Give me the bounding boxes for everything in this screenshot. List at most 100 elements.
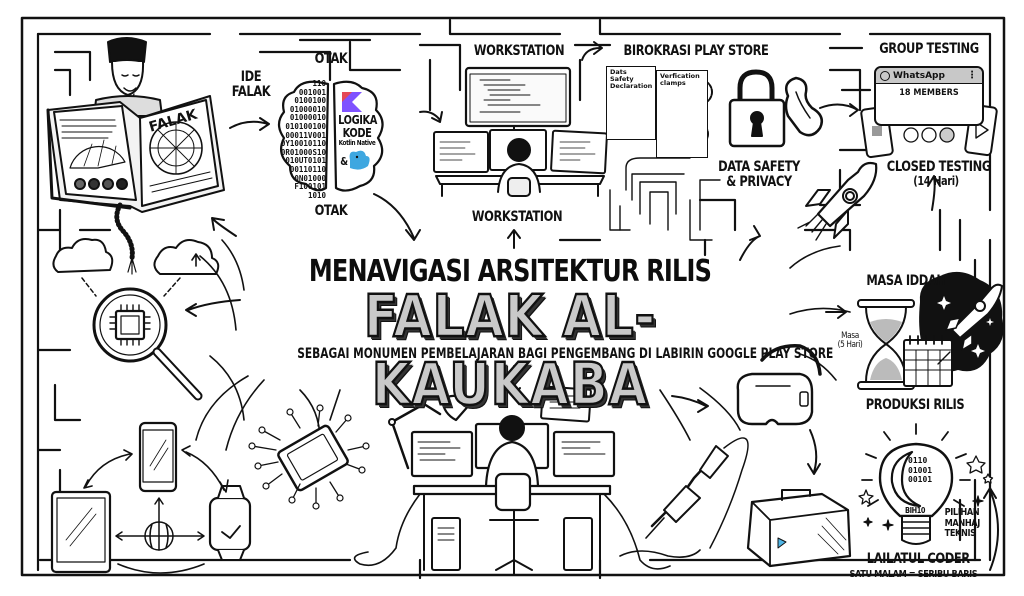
technical-choice-label: PILIHAN MANHAJ TEKNIS <box>944 507 988 540</box>
arrow-icon <box>671 395 709 413</box>
office-chair-icon <box>489 472 539 575</box>
binary-line: F100101 <box>294 182 326 192</box>
choice-line1: PILIHAN <box>944 507 980 518</box>
lailatul-coder-label: LAILATUL CODER <box>866 551 970 567</box>
prayer-beads-icon <box>114 202 137 275</box>
logic-line1: LOGIKA <box>338 113 377 127</box>
whatsapp-header: WhatsApp ⋮ <box>876 68 982 84</box>
closed-testing-duration: (14 Hari) <box>913 173 959 188</box>
doc1-title-line1: Dats Safety <box>610 68 634 83</box>
arrow-icon <box>927 175 941 211</box>
arrow-icon <box>185 299 241 317</box>
developer-icon <box>497 138 541 197</box>
hourglass-caption-line1: Masa <box>841 331 859 341</box>
idea-label-line2: FALAK <box>231 83 271 100</box>
lailatul-coder-sublabel: SATU MALAM = SERIBU BARIS <box>849 569 978 580</box>
binary-line: 00101 <box>908 475 933 484</box>
toolbox-icon <box>746 489 852 568</box>
closed-testing-label: CLOSED TESTING (14 Hari) <box>886 159 991 188</box>
arrow-icon <box>181 445 229 493</box>
logic-line3: Kotlin Native <box>338 139 376 148</box>
maze-walls <box>20 16 1006 580</box>
workstation-top-label: WORKSTATION <box>473 43 565 59</box>
globe-icon <box>115 497 205 551</box>
binary-line: 00011V001 <box>285 130 326 140</box>
binary-line: 01001 <box>908 465 933 475</box>
arrow-icon <box>507 365 521 397</box>
rocket-icon <box>945 283 1003 351</box>
binary-line: 001001 <box>298 87 326 97</box>
magnifier-chip-icon <box>92 287 203 401</box>
arrow-icon <box>373 193 421 241</box>
bulb-base-text: BIH10 <box>904 506 926 515</box>
bulb-binary: 0110 01001 00101 <box>908 456 942 485</box>
binary-line: 01000010 <box>289 113 326 123</box>
binary-line: 0110 <box>908 456 928 465</box>
whatsapp-group-card: WhatsApp ⋮ 18 MEMBERS <box>874 66 984 126</box>
cable-icon <box>619 549 701 558</box>
data-safety-document: Dats Safety Declaration <box>606 66 656 140</box>
data-safety-label: DATA SAFETY & PRIVACY <box>714 160 804 189</box>
more-options-icon: ⋮ <box>967 70 977 81</box>
play-store-label: BIROKRASI PLAY STORE <box>623 43 769 59</box>
data-safety-line1: DATA SAFETY <box>718 159 800 175</box>
arrow-icon <box>807 429 821 475</box>
monitor-icon <box>433 66 608 197</box>
logic-amp: & <box>340 155 348 168</box>
binary-line: 0100100 <box>294 96 326 106</box>
book-icon <box>46 95 225 213</box>
title-subtitle: SEBAGAI MONUMEN PEMBELAJARAN BAGI PENGEM… <box>297 346 834 362</box>
crescent-moon-icon <box>890 450 922 508</box>
tablet-icon <box>50 490 112 574</box>
masa-iddah-label: MASA IDDAH <box>866 273 946 289</box>
binary-line: 010100100 <box>285 121 326 131</box>
calendar-icon <box>903 335 953 387</box>
cable-icon <box>353 493 671 570</box>
arrow-icon <box>229 117 270 131</box>
chain-link-icon <box>784 76 823 137</box>
star-icon <box>858 455 994 531</box>
binary-line: 0R01000S10 <box>280 147 326 157</box>
padlock-icon <box>728 69 786 148</box>
idea-label-line1: IDE <box>240 69 262 85</box>
binary-line: 01000010 <box>289 104 326 114</box>
binary-line: 010UT0101 <box>285 156 326 166</box>
whatsapp-app-name: WhatsApp <box>893 70 945 81</box>
verification-document: Verfication clamps <box>656 70 708 158</box>
choice-line3: TEKNIS <box>944 528 976 539</box>
arrow-icon <box>83 449 133 489</box>
vr-headset-icon <box>736 344 822 426</box>
arrow-icon <box>507 229 521 249</box>
title-line1: MENAVIGASI ARSITEKTUR RILIS <box>308 254 712 289</box>
logic-line2: KODE <box>342 125 372 140</box>
light-ray-icons <box>861 423 971 507</box>
brain-binary: 110 001001 0100100 01000010 01000010 010… <box>280 79 326 200</box>
brain-top-label: OTAK <box>314 51 348 67</box>
desk-lamp-icon <box>388 394 472 470</box>
arrow-icon <box>825 305 847 319</box>
idea-label: IDE FALAK <box>231 70 272 99</box>
group-testing-label: GROUP TESTING <box>879 41 979 57</box>
whatsapp-icon <box>880 70 890 81</box>
arrow-icon <box>983 487 999 571</box>
doc1-title-line2: Declaration <box>610 82 653 90</box>
hourglass-icon <box>857 299 915 390</box>
logic-label: LOGIKA KODE Kotlin Native <box>338 113 377 148</box>
maze-path-icon <box>609 157 721 241</box>
production-release-label: PRODUKSI RILIS <box>865 397 965 413</box>
smartwatch-icon <box>208 485 252 561</box>
cloud-icon <box>52 238 220 275</box>
arrow-icon <box>819 103 859 117</box>
closed-testing-line1: CLOSED TESTING <box>886 159 991 175</box>
rocket-icon <box>797 161 878 241</box>
binary-line: 1010 <box>307 190 326 200</box>
workstation-bottom-label: WORKSTATION <box>471 209 563 225</box>
binary-line: 0N01000 <box>294 173 326 183</box>
binary-line: 00110110 <box>289 164 326 174</box>
binary-line: 0Y10010110 <box>280 139 326 149</box>
dashed-link-icon <box>81 277 181 297</box>
data-safety-line2: & PRIVACY <box>726 173 792 190</box>
hourglass-caption-line2: (5 Hari) <box>837 340 863 351</box>
flow-lines <box>195 239 851 451</box>
soldering-iron-icon <box>645 437 749 549</box>
